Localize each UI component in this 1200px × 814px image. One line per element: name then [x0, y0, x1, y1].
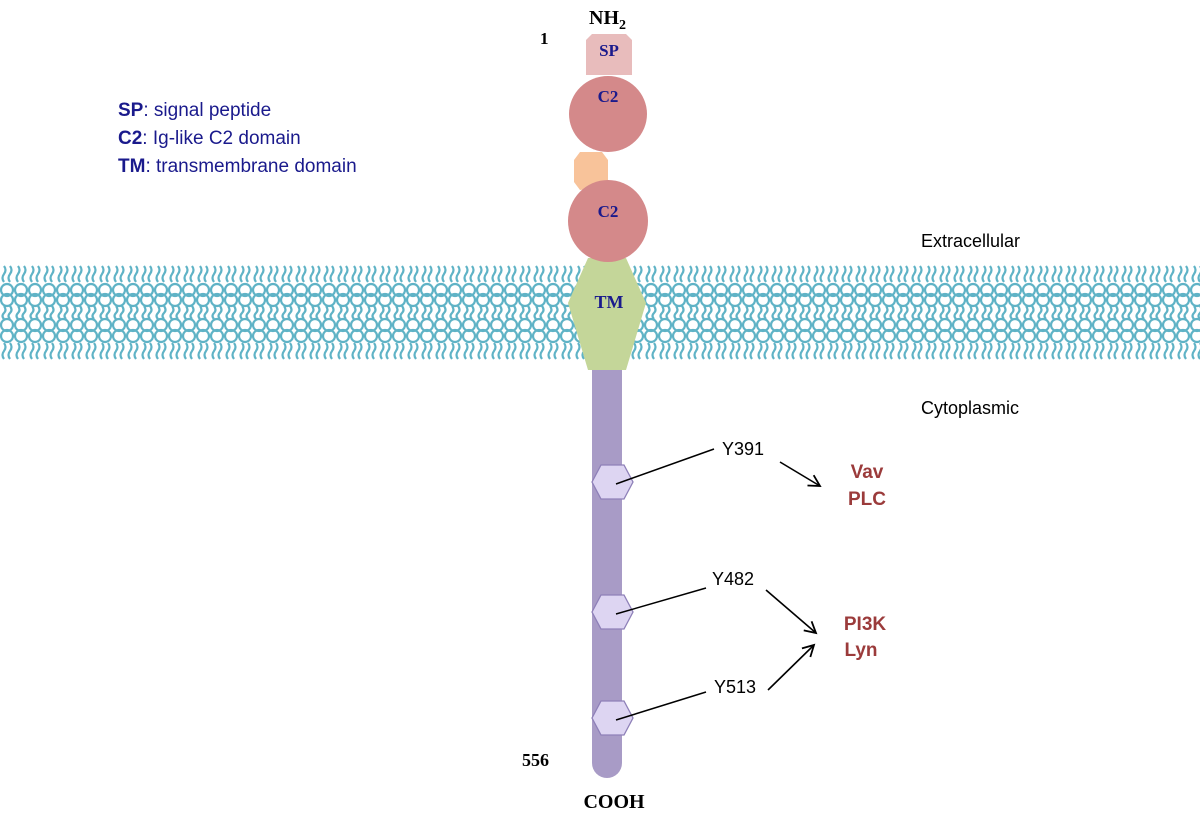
- leader-line-y482: [615, 587, 707, 615]
- tyrosine-label-y391: Y391: [722, 439, 764, 459]
- c2-domain-first: [569, 76, 647, 152]
- phospho-site-y482: [591, 594, 634, 630]
- domain-legend: SP: signal peptide C2: Ig-like C2 domain…: [118, 97, 357, 181]
- partner-lyn: Lyn: [844, 640, 877, 661]
- leader-line-y391: [615, 448, 715, 485]
- cytoplasmic-label: Cytoplasmic: [921, 398, 1019, 418]
- c2-domain-second: [568, 180, 648, 262]
- start-residue-label: 1: [540, 29, 549, 48]
- c2-domain-first-label: C2: [598, 87, 619, 106]
- leader-line-y513: [615, 691, 707, 721]
- tyrosine-label-y513: Y513: [714, 677, 756, 697]
- partner-pi3k: PI3K: [844, 614, 887, 635]
- tyrosine-label-y482: Y482: [712, 569, 754, 589]
- transmembrane-domain: [568, 258, 646, 370]
- c-terminus-label: COOH: [583, 791, 645, 813]
- arrow-y482-to-pi3k-lyn: [765, 589, 818, 635]
- partner-vav: Vav: [851, 462, 884, 483]
- end-residue-label: 556: [522, 750, 549, 770]
- n-terminus-label: NH2: [589, 7, 626, 33]
- arrow-y513-to-pi3k-lyn: [767, 643, 816, 691]
- signal-peptide-label: SP: [599, 41, 619, 60]
- arrow-y391-to-vav-plc: [779, 461, 822, 487]
- partner-plc: PLC: [848, 489, 886, 510]
- transmembrane-label: TM: [595, 292, 624, 312]
- legend-item-tm: TM: transmembrane domain: [118, 156, 357, 177]
- legend-item-sp: SP: signal peptide: [118, 100, 272, 121]
- phospho-site-y391: [591, 464, 634, 500]
- legend-item-c2: C2: Ig-like C2 domain: [118, 128, 301, 149]
- cytoplasmic-tail: [592, 355, 622, 778]
- phospho-site-y513: [591, 700, 634, 736]
- signal-peptide: [586, 34, 632, 75]
- c2-domain-second-label: C2: [598, 202, 619, 221]
- linker-segment: [574, 152, 608, 190]
- extracellular-label: Extracellular: [921, 231, 1020, 251]
